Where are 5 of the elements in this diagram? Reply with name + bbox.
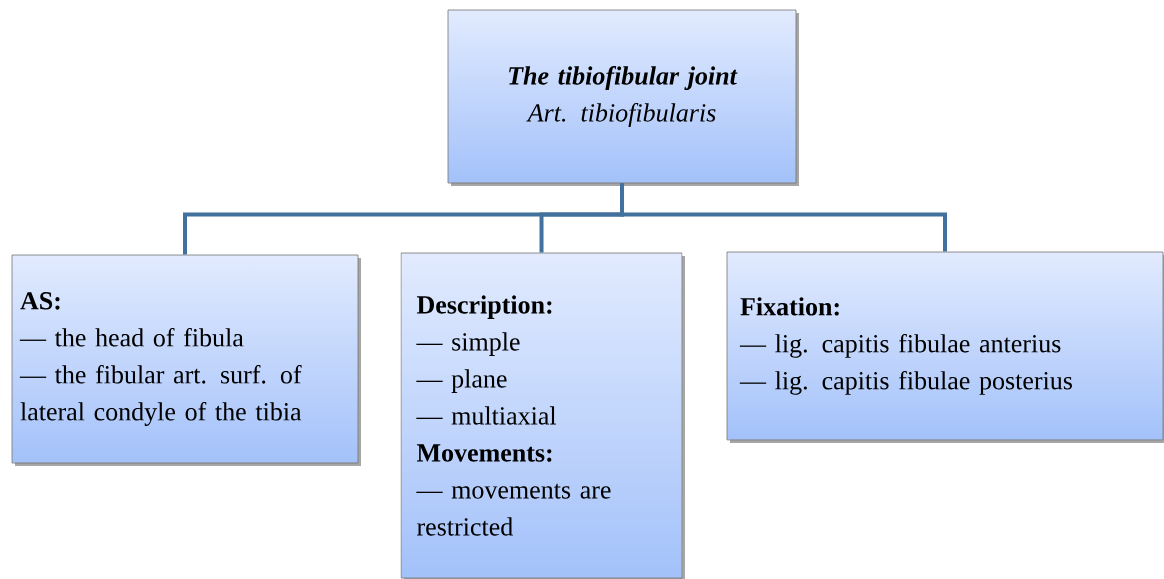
text-box: Fixation: — lig. capitis fibulae anterius — lig. capitis fibulae posterius (726, 251, 1164, 443)
connector (620, 183, 947, 252)
text-box: The tibiofibular joint Art. tibiofibularis (447, 9, 799, 186)
text-box: AS: — the head of fibula — the fibular art. surf. of lateral condyle of the tibia (11, 254, 361, 466)
text-box: Description: — simple — plane — multiaxial Movements: — movements are restricted (400, 252, 685, 579)
